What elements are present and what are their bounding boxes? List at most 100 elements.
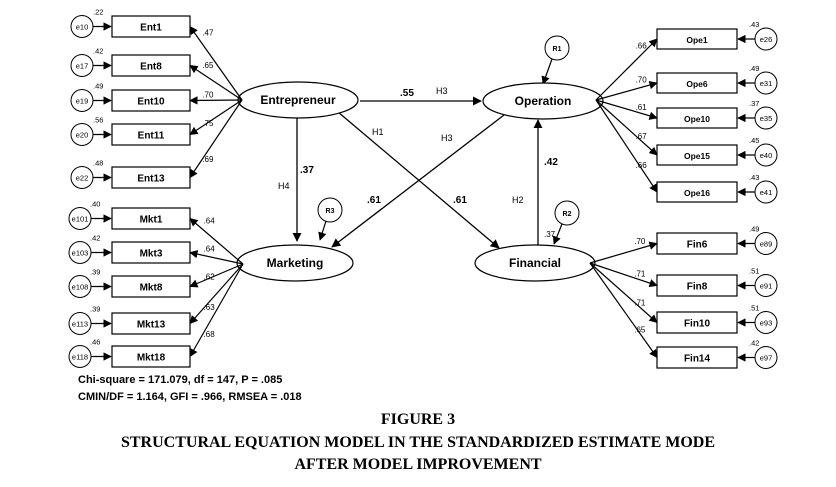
latent-financial-label: Financial xyxy=(509,256,561,270)
indicator-label: Fin8 xyxy=(687,282,708,293)
r-squared: .51 xyxy=(749,267,759,276)
residual-r1: R1 xyxy=(541,35,570,85)
coef-ent-mkt: .37 xyxy=(300,165,314,176)
r-squared: .42 xyxy=(93,47,103,56)
r-squared: .56 xyxy=(93,116,103,125)
coef-ope-mkt: .61 xyxy=(367,195,381,206)
r-squared: .42 xyxy=(90,234,100,243)
error-term-label: e113 xyxy=(72,320,88,329)
loading-value: .71 xyxy=(634,270,646,279)
r-squared: .48 xyxy=(93,159,103,168)
error-term-label: e35 xyxy=(760,114,773,123)
loading-arrow xyxy=(589,262,658,324)
r-squared: .37 xyxy=(749,99,759,108)
loading-arrow xyxy=(595,99,658,193)
indicator-label: Fin10 xyxy=(684,319,711,330)
loading-value: .67 xyxy=(636,132,648,141)
loading-value: .68 xyxy=(204,330,216,339)
loading-value: .66 xyxy=(636,161,648,170)
indicator-label: Mkt1 xyxy=(140,215,163,226)
error-term-label: e89 xyxy=(760,240,773,249)
loading-value: .70 xyxy=(202,90,214,99)
r-squared: .40 xyxy=(90,200,100,209)
figure-title-line2: AFTER MODEL IMPROVEMENT xyxy=(294,456,542,473)
error-term-label: e17 xyxy=(76,62,89,71)
loading-value: .61 xyxy=(636,103,648,112)
error-term-label: e108 xyxy=(72,283,89,292)
r-squared: .45 xyxy=(749,136,759,145)
hyp-ent-mkt: H4 xyxy=(278,181,290,191)
loading-value: .64 xyxy=(204,245,216,254)
coef-fin-ope: .42 xyxy=(544,157,558,168)
r-squared: .39 xyxy=(90,305,100,314)
residual-r3: R3 xyxy=(317,197,343,241)
error-term-label: e97 xyxy=(760,354,773,363)
loading-arrow xyxy=(189,25,243,101)
loading-arrow xyxy=(589,262,658,359)
error-term-label: e19 xyxy=(76,97,89,106)
indicator-label: Ent11 xyxy=(138,131,165,142)
loading-value: .65 xyxy=(634,326,646,335)
r-squared: .49 xyxy=(749,64,759,73)
error-term-label: e40 xyxy=(760,151,773,160)
loading-arrow xyxy=(189,263,244,358)
indicator-label: Fin6 xyxy=(687,240,708,251)
loading-value: .65 xyxy=(202,61,214,70)
error-term-label: e118 xyxy=(72,353,88,362)
hyp-ope-mkt: H3 xyxy=(441,133,453,143)
loading-value: .62 xyxy=(204,272,216,281)
hyp-fin-ope: H2 xyxy=(512,195,524,205)
indicator-label: Ent10 xyxy=(137,97,165,108)
loading-arrow xyxy=(595,99,658,156)
residual-r3-label: R3 xyxy=(326,208,335,215)
indicator-label: Ope6 xyxy=(686,79,708,89)
r-squared: .51 xyxy=(749,304,759,313)
operation-indicators: e26.43Ope1.66e31.49Ope6.70e35.37Ope10.61… xyxy=(595,20,778,204)
r-squared: .49 xyxy=(749,225,759,234)
residual-r2-label: R2 xyxy=(563,211,572,218)
error-term-label: e10 xyxy=(76,23,89,32)
coef-ent-fin: .61 xyxy=(453,195,467,206)
indicator-label: Mkt3 xyxy=(140,249,163,260)
error-term-label: e103 xyxy=(72,249,89,258)
error-term-label: e93 xyxy=(760,319,773,328)
loading-arrow xyxy=(589,241,658,264)
loading-value: .63 xyxy=(204,303,216,312)
loading-value: .70 xyxy=(636,76,648,85)
loading-value: .64 xyxy=(204,217,216,226)
indicator-label: Ope10 xyxy=(684,114,710,124)
indicator-label: Ope1 xyxy=(686,35,708,45)
path-ope-mkt xyxy=(331,114,505,248)
error-term-label: e22 xyxy=(76,174,89,183)
loading-arrow xyxy=(189,249,244,265)
loading-arrow xyxy=(189,99,243,135)
indicator-label: Fin14 xyxy=(684,354,711,365)
financial-r2: .37 xyxy=(544,230,556,239)
r-squared: .22 xyxy=(93,8,103,17)
loading-value: .71 xyxy=(634,298,646,307)
residual-r2: R2 xyxy=(552,200,580,245)
indicator-label: Ope15 xyxy=(684,151,710,161)
r-squared: .42 xyxy=(749,339,759,348)
r-squared: .46 xyxy=(90,338,100,347)
loading-arrow xyxy=(189,263,244,288)
